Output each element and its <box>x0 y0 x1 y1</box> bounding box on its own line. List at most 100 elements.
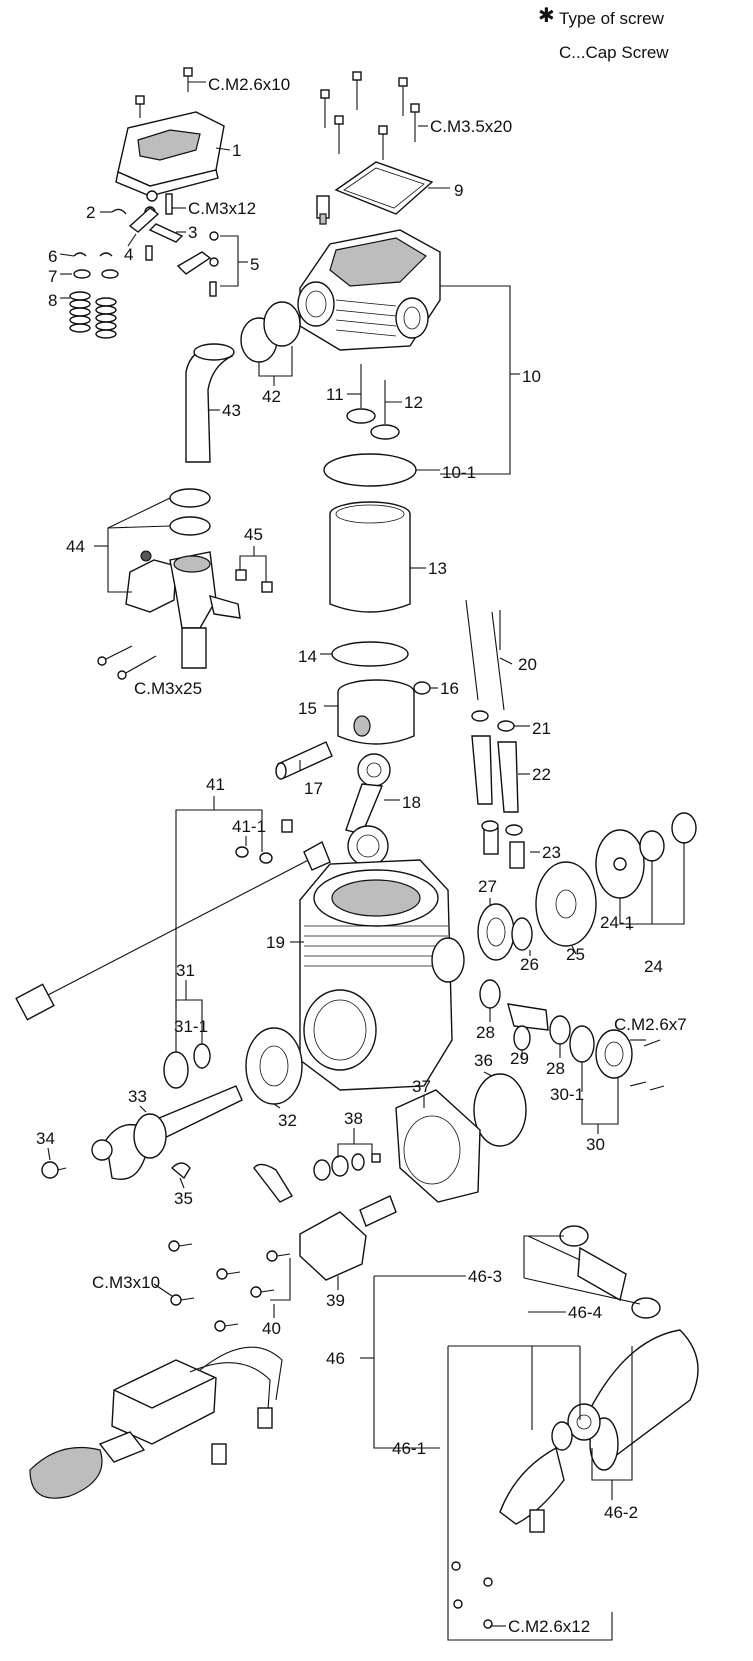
ignition-module <box>29 1346 283 1499</box>
crankshaft <box>41 1085 243 1180</box>
part-number-33: 33 <box>128 1087 147 1106</box>
part-number-21: 21 <box>532 719 551 738</box>
screw-label-m3-5x20: C.M3.5x20 <box>430 117 513 136</box>
part-number-27: 27 <box>478 877 497 896</box>
part-number-46-4: 46-4 <box>568 1303 603 1322</box>
part-number-46-2: 46-2 <box>604 1503 639 1522</box>
rocker-cover <box>115 111 225 197</box>
part-number-36: 36 <box>474 1051 493 1070</box>
cam-parts <box>507 1003 665 1091</box>
screw-label-m3x25: C.M3x25 <box>134 679 203 698</box>
part-number-41-1: 41-1 <box>232 817 267 836</box>
head-screws <box>320 71 420 160</box>
part-number-7: 7 <box>48 267 58 286</box>
screw-label-m2-6x12: C.M2.6x12 <box>508 1617 591 1636</box>
part-number-1: 1 <box>232 141 242 160</box>
crankcase <box>299 859 465 1091</box>
part-number-9: 9 <box>454 181 464 200</box>
part-number-46-3: 46-3 <box>468 1267 503 1286</box>
glow-plug <box>316 195 330 225</box>
part-number-43: 43 <box>222 401 241 420</box>
part-number-38: 38 <box>344 1109 363 1128</box>
head-gasket <box>334 161 434 215</box>
part-number-24: 24 <box>644 957 663 976</box>
part-number-29: 29 <box>510 1049 529 1068</box>
leader-lines <box>47 81 685 1641</box>
part-number-31-1: 31-1 <box>174 1017 209 1036</box>
part-number-8: 8 <box>48 291 58 310</box>
piston <box>337 679 415 745</box>
cylinder-liner <box>329 501 411 613</box>
muffler-screws <box>451 1561 493 1629</box>
part-number-37: 37 <box>412 1077 431 1096</box>
part-number-18: 18 <box>402 793 421 812</box>
part-number-19: 19 <box>266 933 285 952</box>
throttle-linkage <box>15 819 331 1021</box>
part-number-4: 4 <box>124 245 134 264</box>
part-number-24-1: 24-1 <box>600 913 635 932</box>
rocker-parts <box>69 190 219 339</box>
part-number-17: 17 <box>304 779 323 798</box>
part-number-12: 12 <box>404 393 423 412</box>
part-number-16: 16 <box>440 679 459 698</box>
rear-oring <box>473 1073 527 1147</box>
legend-cap-screw: C...Cap Screw <box>559 43 669 62</box>
part-number-22: 22 <box>532 765 551 784</box>
part-number-15: 15 <box>298 699 317 718</box>
legend-title: Type of screw <box>559 9 664 28</box>
circlip <box>413 681 431 695</box>
screw-label-m3x12: C.M3x12 <box>188 199 257 218</box>
part-number-5: 5 <box>250 255 260 274</box>
part-number-42: 42 <box>262 387 281 406</box>
piston-ring <box>331 641 409 667</box>
part-number-44: 44 <box>66 537 85 556</box>
part-number-2: 2 <box>86 203 96 222</box>
screw-label-m2-6x10: C.M2.6x10 <box>208 75 291 94</box>
part-number-35: 35 <box>174 1189 193 1208</box>
part-number-40: 40 <box>262 1319 281 1338</box>
part-number-28a: 28 <box>476 1023 495 1042</box>
part-number-30-1: 30-1 <box>550 1085 585 1104</box>
manifold-orings <box>240 301 301 363</box>
part-number-11: 11 <box>326 385 344 404</box>
pump-fittings <box>313 1153 397 1227</box>
carb-fittings <box>235 569 273 593</box>
part-number-26: 26 <box>520 955 539 974</box>
pump-screws <box>168 1240 291 1332</box>
screw-label-m2-6x7: C.M2.6x7 <box>614 1015 687 1034</box>
cylinder-head <box>297 229 441 351</box>
carburetor <box>125 488 241 669</box>
part-number-23: 23 <box>542 843 561 862</box>
part-number-46-1: 46-1 <box>392 1439 427 1458</box>
muffler <box>499 1225 699 1533</box>
rear-bearings <box>163 1027 303 1105</box>
part-number-34: 34 <box>36 1129 55 1148</box>
part-number-41: 41 <box>206 775 225 794</box>
carb-screws <box>97 645 157 680</box>
cover-screw <box>135 67 193 118</box>
part-number-14: 14 <box>298 647 317 666</box>
part-number-10-1: 10-1 <box>442 463 477 482</box>
fuel-pump <box>253 1163 367 1281</box>
part-number-28b: 28 <box>546 1059 565 1078</box>
part-number-45: 45 <box>244 525 263 544</box>
pushrods <box>465 599 525 869</box>
part-number-3: 3 <box>188 223 198 242</box>
part-number-6: 6 <box>48 247 58 266</box>
part-number-25: 25 <box>566 945 585 964</box>
part-number-31: 31 <box>176 961 195 980</box>
head-gasket-ring <box>323 453 417 487</box>
valves <box>346 364 400 440</box>
legend-symbol: ✱ <box>538 5 555 27</box>
part-number-20: 20 <box>518 655 537 674</box>
part-number-10: 10 <box>522 367 541 386</box>
part-number-32: 32 <box>278 1111 297 1130</box>
screw-label-m3x10: C.M3x10 <box>92 1273 161 1292</box>
part-number-30: 30 <box>586 1135 605 1154</box>
rear-cover <box>395 1089 481 1203</box>
connecting-rod <box>345 753 391 867</box>
part-number-13: 13 <box>428 559 447 578</box>
drive-hub <box>535 812 697 947</box>
